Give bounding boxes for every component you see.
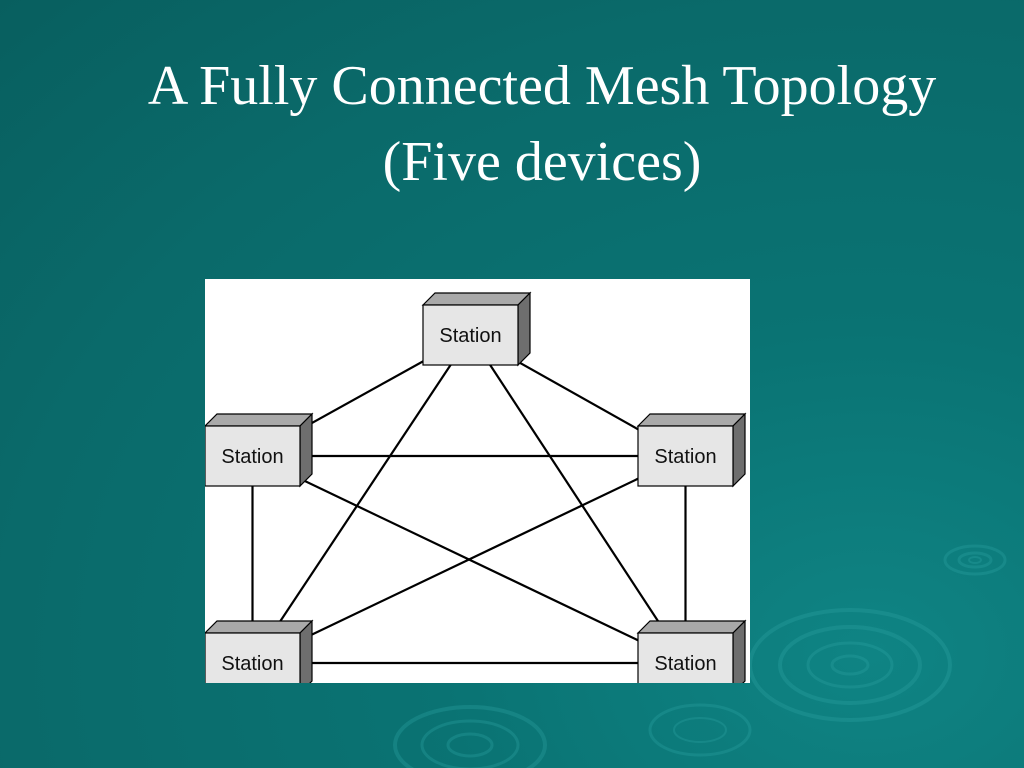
link-top-lower-right: [469, 334, 687, 664]
station-box-top: [421, 292, 532, 306]
mesh-links: [251, 334, 687, 665]
link-top-lower-left: [251, 334, 472, 664]
link-upper-right-lower-left: [252, 455, 686, 664]
station-node-lower-right: Station: [636, 619, 747, 683]
title-line-1: A Fully Connected Mesh Topology: [147, 55, 937, 117]
station-box-face: [422, 304, 519, 366]
station-box-face: [637, 425, 734, 487]
station-box-face: [205, 425, 301, 487]
station-box-top: [636, 413, 747, 427]
station-label: Station: [654, 653, 716, 675]
station-node-upper-right: Station: [636, 412, 747, 488]
station-box-top: [205, 620, 314, 634]
station-node-top: Station: [421, 291, 532, 367]
station-box-side: [517, 291, 531, 367]
station-box-face: [637, 632, 734, 683]
station-label: Station: [221, 446, 283, 468]
station-box-top: [205, 413, 314, 427]
slide-title: A Fully Connected Mesh Topology (Five de…: [60, 48, 1024, 200]
station-box-top: [636, 620, 747, 634]
station-label: Station: [221, 653, 283, 675]
station-label: Station: [654, 446, 716, 468]
title-line-2: (Five devices): [382, 131, 702, 193]
station-label: Station: [439, 325, 501, 347]
station-box-side: [299, 412, 313, 488]
station-node-upper-left: Station: [205, 412, 314, 488]
station-node-lower-left: Station: [205, 619, 314, 683]
station-box-side: [732, 412, 746, 488]
station-box-face: [205, 632, 301, 683]
